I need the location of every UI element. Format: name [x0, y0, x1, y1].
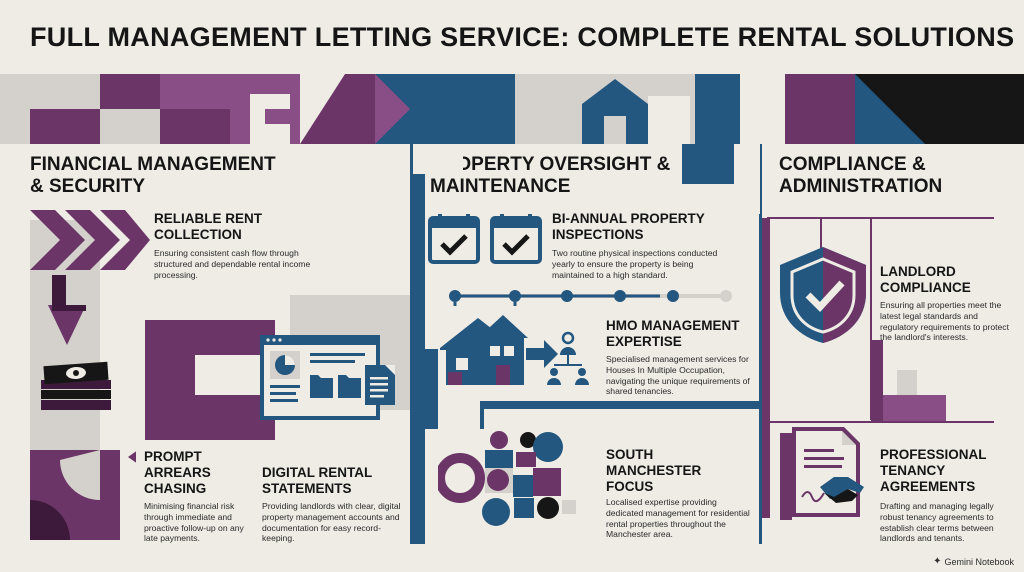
houses-icon	[440, 315, 589, 385]
manchester-title: SOUTH MANCHESTER FOCUS	[606, 447, 702, 494]
credit-text: Gemini Notebook	[944, 556, 1014, 567]
inspections-desc: Two routine physical inspections conduct…	[552, 248, 718, 280]
handshake-document-icon	[780, 427, 864, 520]
inspections-title: BI-ANNUAL PROPERTY INSPECTIONS	[552, 211, 705, 242]
shield-check-icon	[780, 247, 866, 343]
compliance-desc: Ensuring all properties meet the latest …	[880, 300, 1009, 343]
manchester-desc: Localised expertise providing dedicated …	[606, 497, 750, 540]
tenancy-agreements-desc: Drafting and managing legally robust ten…	[880, 501, 994, 544]
bracket-shape	[145, 320, 275, 440]
property-background-shapes	[413, 144, 760, 544]
hmo-title: HMO MANAGEMENT EXPERTISE	[606, 318, 740, 349]
rent-collection-desc: Ensuring consistent cash flow through st…	[154, 248, 311, 280]
rent-collection-title: RELIABLE RENT COLLECTION	[154, 211, 262, 242]
sparkle-icon: ✦	[933, 556, 942, 567]
digital-statements-title: DIGITAL RENTAL STATEMENTS	[262, 465, 372, 496]
tenancy-agreements-title: PROFESSIONAL TENANCY AGREEMENTS	[880, 447, 987, 494]
column-heading-property: PROPERTY OVERSIGHT & MAINTENANCE	[430, 154, 671, 197]
arrears-chasing-desc: Minimising financial risk through immedi…	[144, 501, 244, 544]
chevron-arrows-icon	[30, 210, 150, 270]
digital-statement-icon	[260, 335, 395, 420]
column-heading-compliance: COMPLIANCE & ADMINISTRATION	[779, 154, 943, 197]
decorative-banner	[0, 74, 1024, 144]
cash-stack-icon	[41, 361, 111, 410]
column-divider-1	[410, 144, 413, 544]
credit-badge: ✦ Gemini Notebook	[933, 556, 1014, 567]
small-triangle-marker	[128, 451, 136, 463]
column-divider-2	[759, 144, 762, 544]
compliance-title: LANDLORD COMPLIANCE	[880, 264, 971, 295]
digital-statements-desc: Providing landlords with clear, digital …	[262, 501, 401, 544]
calendar-check-icon	[428, 214, 542, 264]
arrears-chasing-title: PROMPT ARREARS CHASING	[144, 449, 211, 496]
inspection-timeline	[449, 290, 732, 306]
page-title: FULL MANAGEMENT LETTING SERVICE: COMPLET…	[30, 22, 1015, 52]
hmo-desc: Specialised management services for Hous…	[606, 354, 750, 397]
down-arrow-icon	[48, 275, 86, 345]
column-heading-financial: FINANCIAL MANAGEMENT & SECURITY	[30, 154, 276, 197]
geometric-map-icon	[438, 431, 576, 526]
